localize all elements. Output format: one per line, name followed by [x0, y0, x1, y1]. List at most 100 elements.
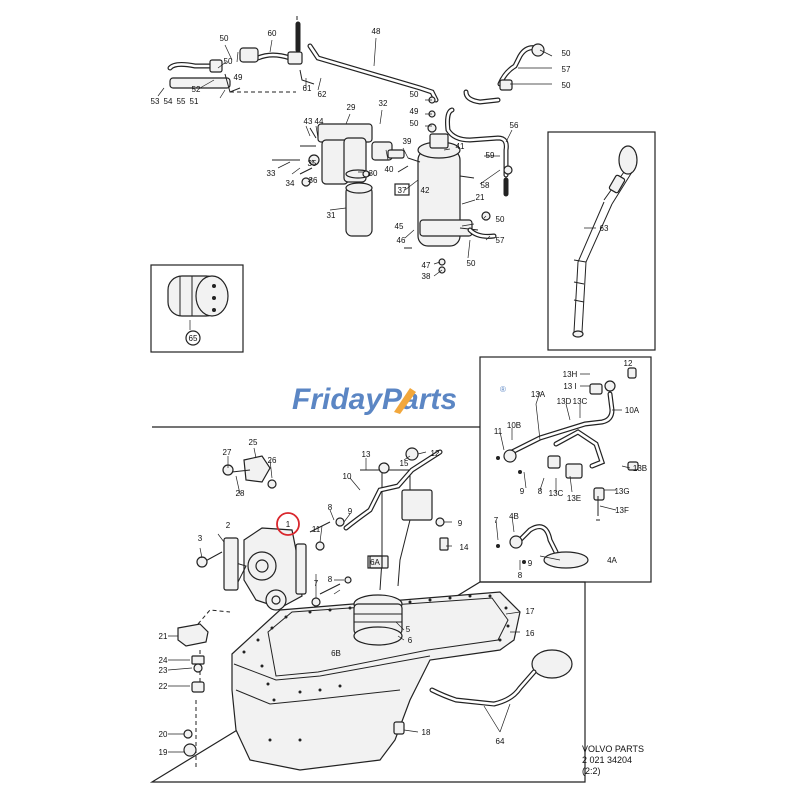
- callout-57: 57: [562, 65, 571, 74]
- callout-62: 62: [318, 90, 327, 99]
- callout-37-box: [394, 183, 410, 196]
- bottom-leader-lines: [167, 447, 521, 753]
- callout-13E: 13E: [567, 494, 581, 503]
- callout-9: 9: [348, 507, 353, 516]
- callout-5: 5: [406, 625, 411, 634]
- callout-42: 42: [421, 186, 430, 195]
- callout-16: 16: [526, 629, 535, 638]
- watermark-friday: Friday: [292, 383, 383, 416]
- callout-11: 11: [312, 525, 321, 534]
- callout-60: 60: [268, 29, 277, 38]
- watermark-reg: ®: [500, 385, 506, 394]
- callout-45: 45: [395, 222, 404, 231]
- footer-part-number: 2 021 34204: [582, 755, 632, 765]
- svg-text:FridayParts: FridayParts: [292, 383, 457, 416]
- callout-50: 50: [224, 57, 233, 66]
- callout-10: 10: [343, 472, 352, 481]
- callout-8: 8: [328, 575, 333, 584]
- callout-10B: 10B: [507, 421, 521, 430]
- callout-17: 17: [526, 607, 535, 616]
- callout-49: 49: [410, 107, 419, 116]
- callout-28: 28: [236, 489, 245, 498]
- footer-volvo-parts: VOLVO PARTS: [582, 744, 644, 754]
- callout-12: 12: [431, 449, 440, 458]
- oil-pipe-assembly: [496, 367, 639, 569]
- callout-8: 8: [328, 503, 333, 512]
- callout-13: 13: [362, 450, 371, 459]
- callout-41: 41: [456, 142, 465, 151]
- callout-9: 9: [528, 559, 533, 568]
- callout-47: 47: [422, 261, 431, 270]
- callout-13I: 13 I: [563, 382, 576, 391]
- callout-40: 40: [385, 165, 394, 174]
- callout-14: 14: [460, 543, 469, 552]
- callout-9: 9: [520, 487, 525, 496]
- callout-21: 21: [159, 632, 168, 641]
- highlight-part-1-label: 1: [286, 520, 291, 529]
- dipstick-tube-63: [572, 145, 638, 338]
- callout-44: 44: [315, 117, 324, 126]
- callout-63: 63: [600, 224, 609, 233]
- callout-24: 24: [159, 656, 168, 665]
- callout-30: 30: [369, 169, 378, 178]
- callout-54: 54: [164, 97, 173, 106]
- top-hose-assembly: [167, 16, 545, 274]
- callout-13H: 13H: [563, 370, 578, 379]
- callout-51: 51: [190, 97, 199, 106]
- callout-29: 29: [347, 103, 356, 112]
- callout-58: 58: [481, 181, 490, 190]
- callout-13C: 13C: [549, 489, 564, 498]
- oil-pan-assembly: [177, 447, 573, 771]
- callout-50: 50: [220, 34, 229, 43]
- callout-39: 39: [403, 137, 412, 146]
- callout-labels-top: 48 50 60 50 49 52 51 53 54 55 61 62 50 5…: [151, 27, 609, 346]
- callout-13B: 13B: [633, 464, 647, 473]
- callout-15: 15: [400, 459, 409, 468]
- callout-13D: 13D: [557, 397, 572, 406]
- callout-37: 37: [398, 186, 407, 195]
- callout-21: 21: [476, 193, 485, 202]
- watermark-logo: FridayParts ®: [292, 383, 506, 416]
- callout-labels-bottom: 27 25 26 28 13 15 12 10 8 9 3 2 11 7 14 …: [159, 438, 535, 757]
- callout-56: 56: [510, 121, 519, 130]
- callout-48: 48: [372, 27, 381, 36]
- highlight-part-1-circle: [276, 512, 300, 536]
- callout-55: 55: [177, 97, 186, 106]
- callout-13G: 13G: [614, 487, 629, 496]
- callout-6B: 6B: [331, 649, 341, 658]
- callout-13C: 13C: [573, 397, 588, 406]
- callout-50: 50: [467, 259, 476, 268]
- callout-labels-right: 13H 13 I 12 13A 13D 13C 10A 11 10B 13B 9…: [494, 359, 647, 580]
- callout-50: 50: [410, 90, 419, 99]
- callout-64: 64: [496, 737, 505, 746]
- callout-49: 49: [234, 73, 243, 82]
- callout-20: 20: [159, 730, 168, 739]
- callout-57: 57: [496, 236, 505, 245]
- callout-65-ring: [185, 330, 201, 346]
- top-leader-lines: [157, 37, 596, 330]
- callout-10A: 10A: [625, 406, 640, 415]
- callout-53: 53: [151, 97, 160, 106]
- callout-43: 43: [304, 117, 313, 126]
- callout-32: 32: [379, 99, 388, 108]
- callout-65: 65: [189, 334, 198, 343]
- callout-52: 52: [192, 85, 201, 94]
- callout-38: 38: [422, 272, 431, 281]
- callout-4A: 4A: [607, 556, 617, 565]
- callout-33: 33: [267, 169, 276, 178]
- callout-6: 6: [408, 636, 413, 645]
- callout-8: 8: [538, 487, 543, 496]
- callout-8: 8: [518, 571, 523, 580]
- callout-50: 50: [496, 215, 505, 224]
- callout-11: 11: [494, 427, 503, 436]
- callout-13F: 13F: [615, 506, 629, 515]
- callout-22: 22: [159, 682, 168, 691]
- right-leader-lines: [495, 373, 631, 570]
- callout-4B: 4B: [509, 512, 519, 521]
- callout-61: 61: [303, 84, 312, 93]
- callout-18: 18: [422, 728, 431, 737]
- callout-36: 36: [309, 176, 318, 185]
- callout-3: 3: [198, 534, 203, 543]
- callout-46: 46: [397, 236, 406, 245]
